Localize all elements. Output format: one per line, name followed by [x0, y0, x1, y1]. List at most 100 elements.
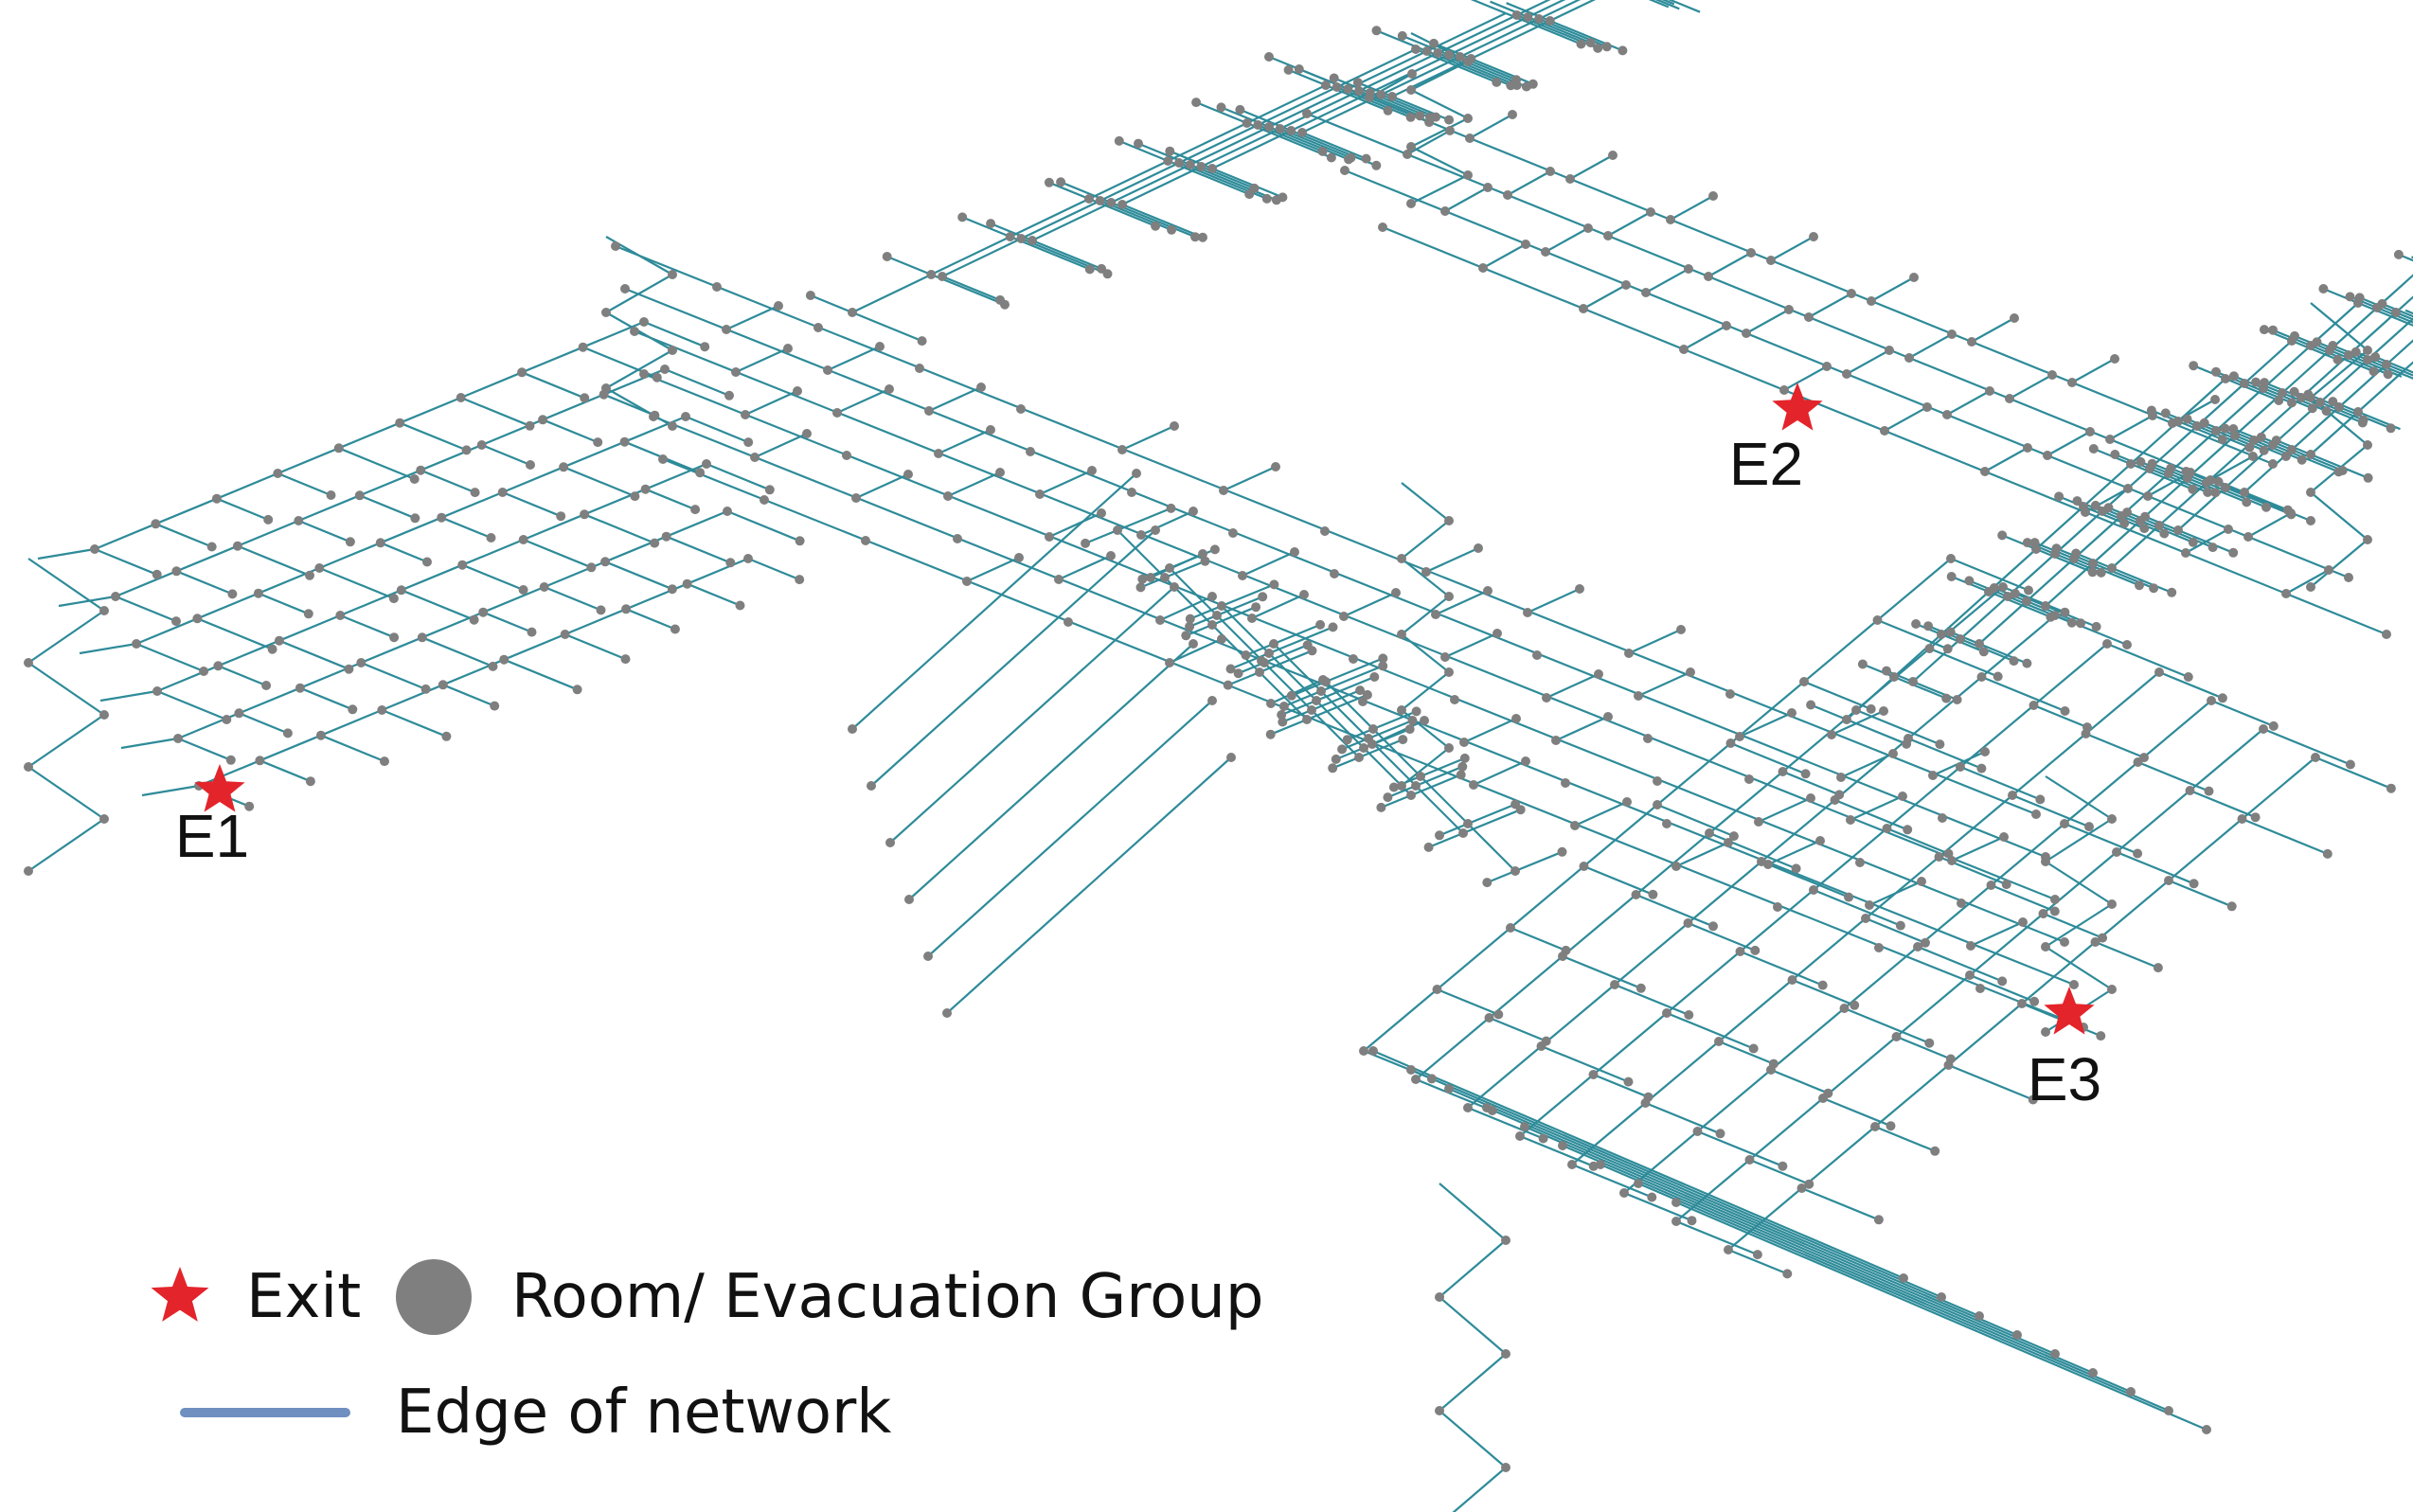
room-node: [1170, 421, 1179, 431]
room-node: [199, 667, 209, 676]
room-node: [2268, 325, 2279, 335]
room-node: [1558, 952, 1567, 961]
room-node: [234, 708, 244, 719]
network-edge: [908, 643, 1194, 900]
room-node: [2017, 999, 2027, 1008]
room-node: [1946, 554, 1956, 563]
room-node: [1521, 240, 1530, 249]
network-edge: [2073, 515, 2122, 560]
network-edge: [1099, 162, 1180, 202]
room-node: [743, 437, 754, 448]
room-node: [2143, 491, 2153, 501]
network-edge: [1730, 741, 1807, 775]
network-edge: [1058, 554, 1112, 581]
network-edge: [115, 570, 177, 598]
network-edge: [1718, 1040, 1775, 1065]
room-node: [2242, 497, 2252, 507]
room-node: [2391, 308, 2401, 317]
room-node: [750, 453, 760, 462]
room-node: [151, 519, 161, 529]
network-edge: [2338, 364, 2387, 408]
room-node: [526, 460, 535, 470]
network-edge: [1727, 1248, 1788, 1275]
room-node: [2122, 507, 2133, 518]
network-edge: [1593, 1073, 1649, 1098]
room-node: [2022, 538, 2032, 548]
room-node: [2096, 1031, 2106, 1041]
legend: Exit Room/ Evacuation Group Edge of netw…: [142, 1250, 1373, 1477]
room-node: [1458, 828, 1468, 838]
room-node: [2221, 483, 2230, 492]
network-edge: [1439, 1353, 1507, 1412]
network-edge: [1959, 765, 2041, 801]
room-node: [380, 756, 389, 767]
room-node: [1889, 672, 1899, 682]
network-edge: [2262, 345, 2312, 389]
room-node: [497, 488, 508, 497]
room-node: [1880, 426, 1889, 436]
room-node: [2345, 759, 2355, 770]
room-node: [1603, 712, 1613, 721]
network-edge: [1410, 774, 1462, 797]
room-node: [1506, 923, 1515, 933]
room-node: [24, 658, 33, 667]
network-edge: [1433, 42, 1472, 61]
network-edge: [502, 490, 562, 518]
room-node: [2240, 379, 2249, 388]
room-node: [2217, 693, 2227, 703]
room-node: [1275, 124, 1285, 133]
network-edge: [886, 255, 932, 276]
room-node: [848, 724, 857, 734]
room-node: [2140, 511, 2151, 522]
room-node: [1463, 57, 1473, 66]
room-node: [1269, 639, 1278, 649]
room-node: [861, 536, 870, 545]
room-node: [957, 212, 968, 222]
network-edge: [1969, 913, 2045, 976]
room-node: [1255, 667, 1264, 677]
room-node: [2008, 791, 2017, 800]
room-node: [1641, 288, 1651, 297]
room-node: [1450, 695, 1459, 704]
room-node: [1895, 920, 1905, 931]
network-edge: [1410, 89, 1469, 119]
network-edge: [1273, 643, 1322, 692]
room-node: [1942, 644, 1953, 654]
network-edge: [380, 542, 428, 563]
room-node: [1904, 353, 1914, 363]
network-edge: [1420, 775, 1469, 825]
network-edge: [583, 513, 655, 544]
network-edge: [1439, 822, 1469, 837]
room-node: [2315, 398, 2325, 407]
room-node: [2311, 753, 2320, 762]
network-edge: [1211, 606, 1257, 627]
room-node: [1928, 771, 1938, 780]
network-edge: [1758, 796, 1812, 824]
network-edge: [1592, 1012, 1668, 1076]
room-node: [2207, 543, 2218, 553]
room-node: [2199, 418, 2209, 428]
room-node: [1722, 321, 1731, 330]
network-edge: [1896, 1035, 1952, 1060]
room-node: [1976, 672, 1987, 682]
room-node: [2350, 347, 2361, 357]
room-node: [2297, 454, 2307, 465]
network-edge: [1246, 121, 1332, 159]
network-edge: [2247, 512, 2292, 538]
room-node: [2133, 848, 2143, 859]
room-node: [1478, 263, 1488, 273]
network-edge: [1420, 756, 1466, 778]
room-node: [2041, 1027, 2050, 1037]
legend-exit-label: Exit: [246, 1262, 362, 1332]
network-edge: [482, 611, 532, 633]
room-node: [1836, 773, 1846, 782]
network-edge: [2109, 415, 2154, 440]
network-edge: [2026, 558, 2075, 602]
network-edge: [2310, 411, 2359, 455]
room-node: [2259, 325, 2269, 335]
room-node: [1407, 716, 1418, 725]
room-node: [1510, 799, 1521, 809]
network-edge: [1865, 916, 1926, 944]
network-edge: [2367, 358, 2413, 380]
room-node: [1429, 38, 1439, 48]
